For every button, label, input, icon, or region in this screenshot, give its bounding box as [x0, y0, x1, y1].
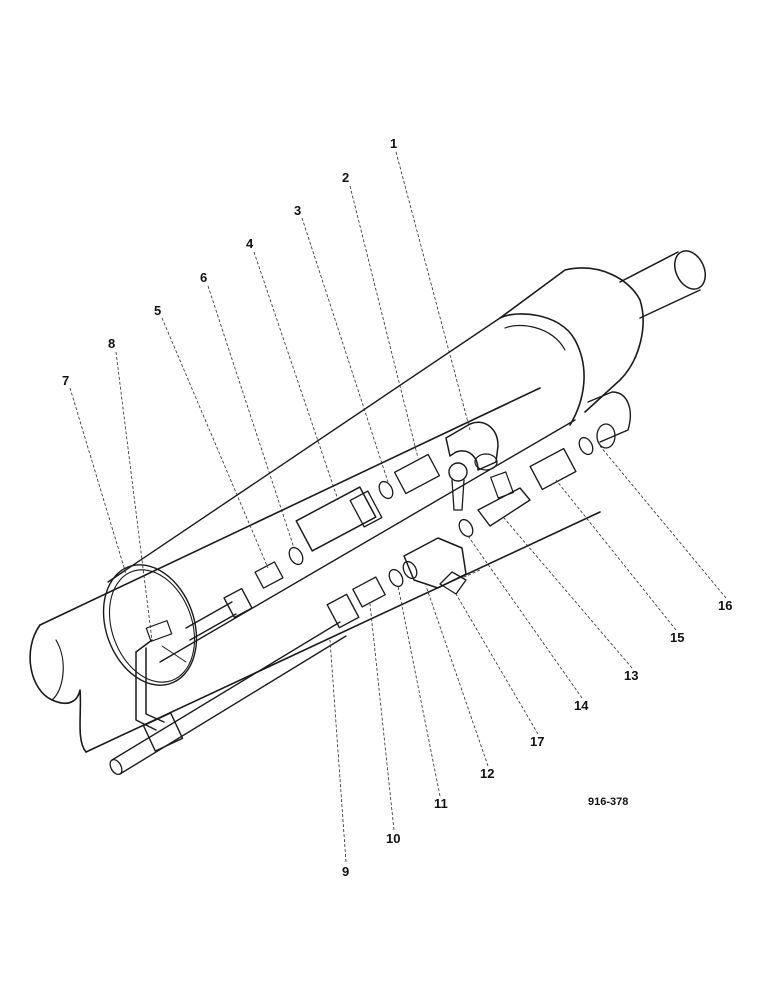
part-5-adapter: [254, 561, 284, 589]
fitting-chain-upper: [378, 421, 499, 500]
piston-rod: [619, 250, 706, 319]
cylinder-port-boss: [587, 391, 631, 449]
part-14-seal: [458, 518, 474, 538]
part-3-seal: [378, 480, 394, 500]
callout-7: 7: [62, 373, 69, 388]
callout-6: 6: [200, 270, 207, 285]
drawing-number: 916-378: [588, 796, 628, 808]
callout-2: 2: [342, 170, 349, 185]
part-13-tee: [477, 487, 531, 527]
callout-8: 8: [108, 336, 115, 351]
part-1-elbow: [445, 421, 499, 471]
part-6-seal: [288, 546, 304, 566]
part-10-adapter: [352, 576, 386, 608]
callout-5: 5: [154, 303, 161, 318]
callout-4: 4: [246, 236, 254, 251]
upper-tube: [185, 587, 253, 641]
callout-9: 9: [342, 864, 349, 879]
callout-13: 13: [624, 668, 638, 683]
fitting-chain-lower: [352, 518, 481, 608]
part-15-union: [529, 447, 577, 491]
part-12-tee-valve: [403, 537, 467, 589]
callout-15: 15: [670, 630, 684, 645]
callout-10: 10: [386, 831, 400, 846]
cylinder-body: [107, 267, 644, 663]
bleed-pin: [448, 462, 468, 511]
hose-clamp: [102, 564, 198, 686]
part-11-seal: [388, 568, 404, 588]
callout-14: 14: [574, 698, 589, 713]
callout-3: 3: [294, 203, 301, 218]
fitting-chain-right: [477, 436, 594, 527]
main-pipe: [29, 387, 601, 753]
tube-bracket: [135, 639, 184, 752]
part-17-handle: [439, 571, 467, 595]
callout-16: 16: [718, 598, 732, 613]
callout-labels: 1 2 3 4 5 6 7 8 9 10 11 12 13 14 15 16 1…: [62, 136, 732, 879]
leader-lines: [69, 151, 727, 863]
callout-11: 11: [434, 796, 448, 811]
part-2-union: [393, 453, 441, 495]
callout-1: 1: [390, 136, 397, 151]
part-4-valve: [295, 486, 377, 552]
fitting-chain-left: [254, 486, 383, 589]
lower-tube: [109, 593, 360, 776]
callout-17: 17: [530, 734, 544, 749]
callout-12: 12: [480, 766, 494, 781]
